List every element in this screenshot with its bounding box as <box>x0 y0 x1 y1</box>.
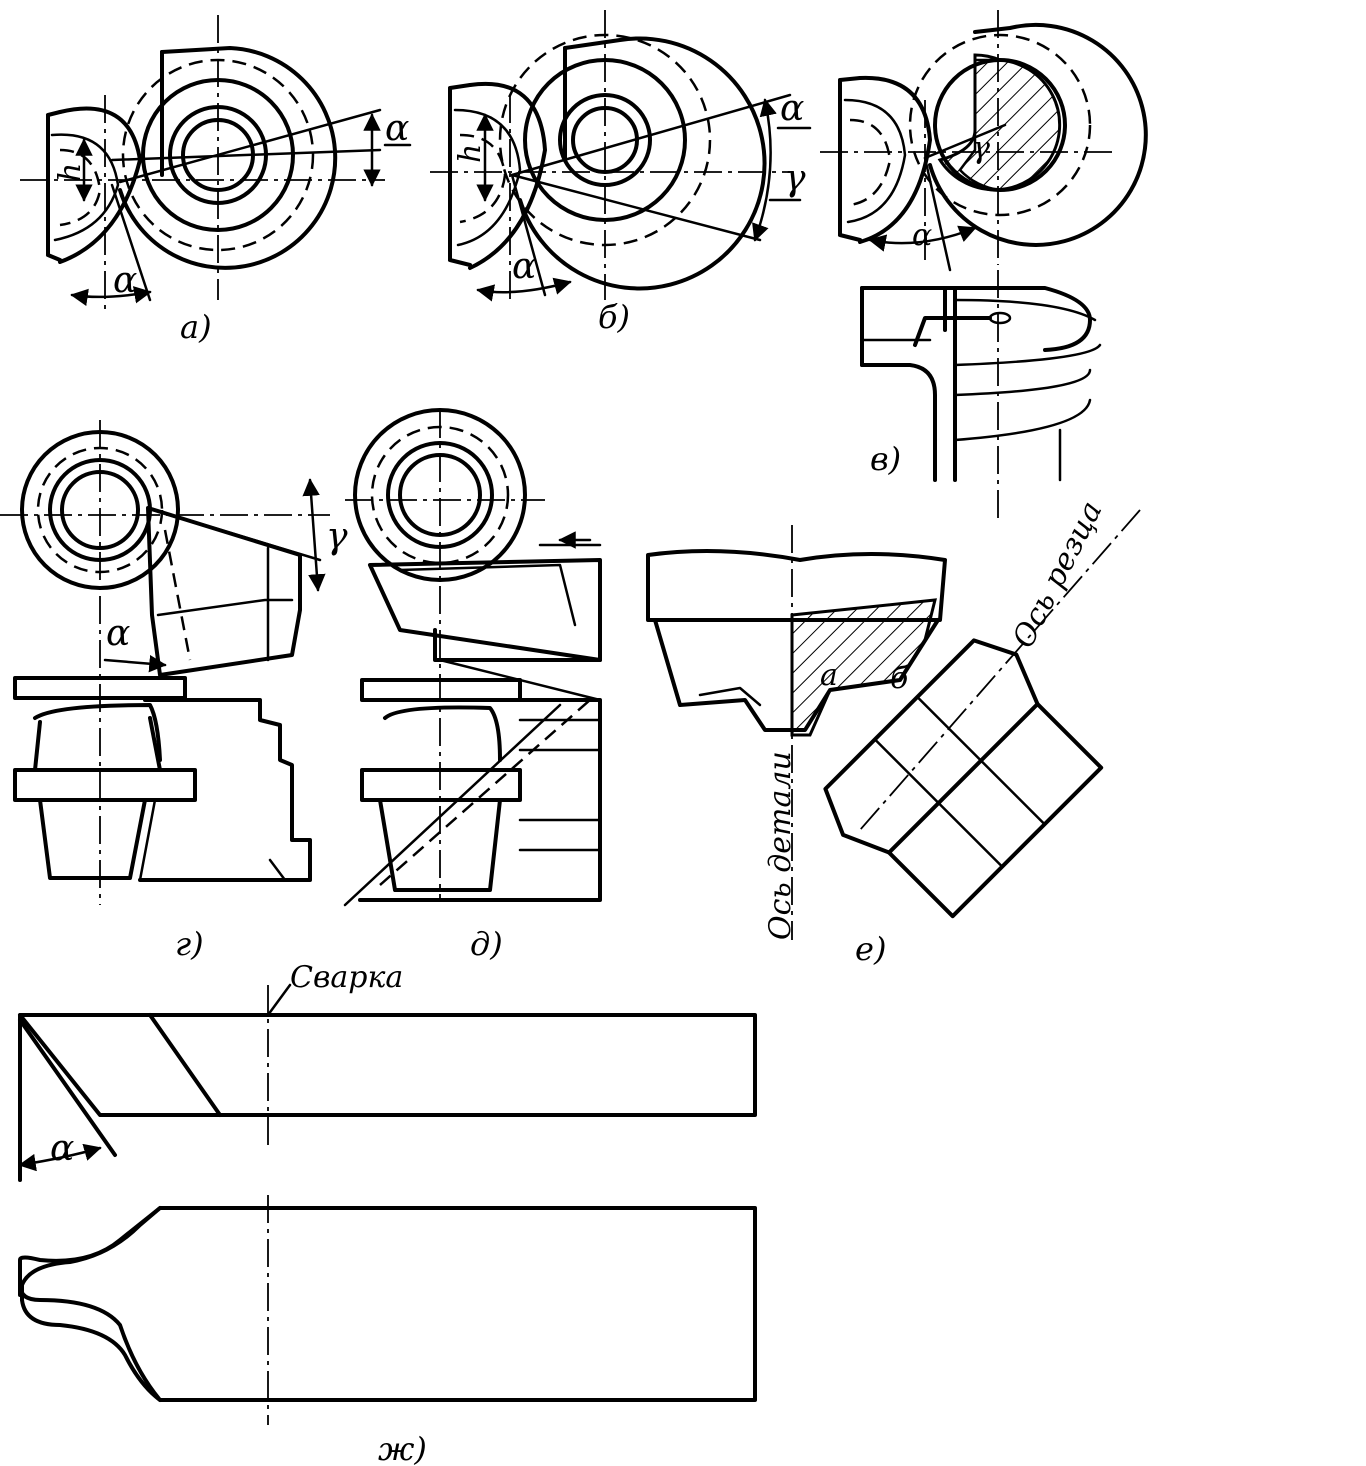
panel-zh-welding: Сварка <box>290 960 403 995</box>
panel-e-point-a: а <box>820 658 838 693</box>
panel-v-gamma: γ <box>972 131 990 166</box>
panel-g-gamma: γ <box>326 516 348 557</box>
panel-a-alpha-top: α <box>385 108 409 149</box>
panel-d-drawing <box>343 408 602 907</box>
panel-zh-label: ж) <box>378 1430 427 1466</box>
panel-e-point-b: б <box>890 661 909 696</box>
panel-v-alpha: α <box>912 218 932 253</box>
panel-e-drawing <box>646 509 1141 940</box>
panel-v-drawing <box>820 10 1148 520</box>
panel-g-label: г) <box>175 925 204 963</box>
panel-b-alpha-bottom: α <box>512 246 536 287</box>
panel-b-h: h <box>453 144 488 163</box>
panel-b-drawing <box>430 10 812 302</box>
panel-v-label: в) <box>870 440 901 478</box>
panel-g-alpha: α <box>106 613 130 654</box>
panel-d-label: д) <box>470 925 503 963</box>
panel-b-label: б) <box>598 298 630 336</box>
panel-a-drawing <box>20 15 412 310</box>
panel-e-part-axis: Ось детали <box>763 751 798 940</box>
panel-a-h: h <box>53 163 88 182</box>
panel-g-drawing <box>0 420 330 905</box>
panel-a-alpha-bottom: α <box>113 260 137 301</box>
panel-zh-alpha: α <box>50 1128 74 1169</box>
panel-b-alpha-top: α <box>780 88 804 129</box>
panel-a-label: а) <box>180 308 212 346</box>
panel-zh-drawing <box>18 983 757 1425</box>
panel-b-gamma: γ <box>784 158 806 199</box>
panel-e-cutter-axis: Ось резца <box>1006 496 1110 654</box>
panel-e-label: е) <box>855 930 886 968</box>
